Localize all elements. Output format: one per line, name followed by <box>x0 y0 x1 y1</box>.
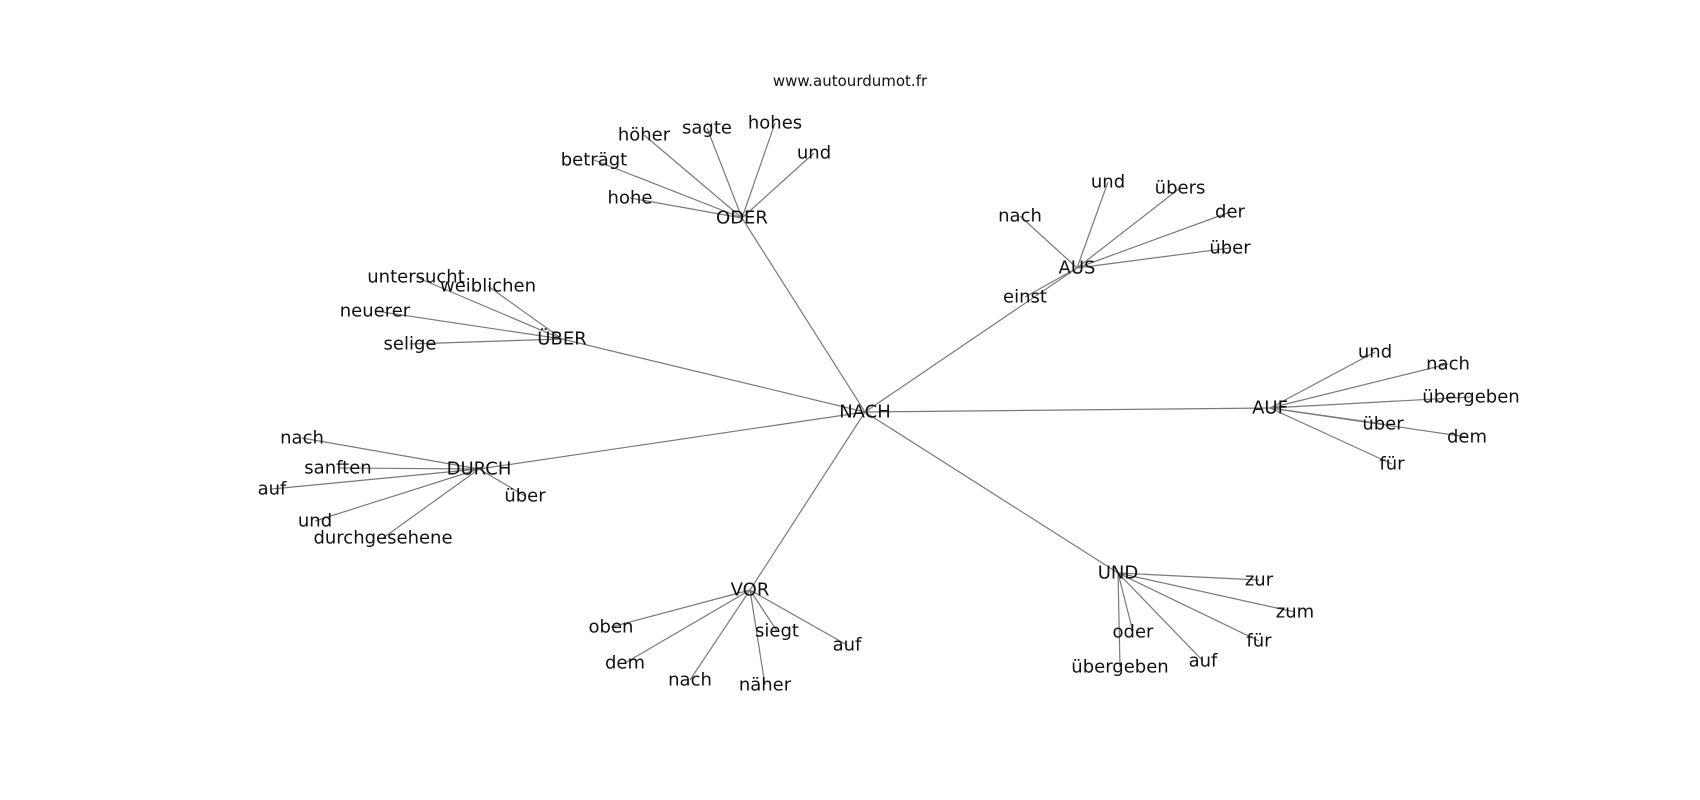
hub-node-durch: DURCH <box>447 459 512 480</box>
edge-und-to-leaf-4 <box>1117 572 1134 633</box>
leaf-node-vor-3: näher <box>739 675 792 696</box>
leaf-node-aus-3: der <box>1215 202 1246 223</box>
edge-vor-to-leaf-4 <box>749 589 778 632</box>
leaf-node-vor-0: oben <box>589 617 634 638</box>
edge-durch-to-leaf-2 <box>271 468 480 490</box>
leaf-node-ueber-0: untersucht <box>367 267 465 288</box>
edge-und-to-leaf-2 <box>1117 572 1260 642</box>
edge-ueber-to-leaf-1 <box>487 285 563 340</box>
edge-durch-to-leaf-1 <box>337 467 480 470</box>
edge-center-to-vor <box>749 411 866 591</box>
leaf-node-ueber-3: selige <box>384 334 437 355</box>
edge-aus-to-leaf-0 <box>1019 215 1078 269</box>
leaf-node-durch-1: sanften <box>304 458 371 479</box>
edge-und-to-leaf-3 <box>1117 572 1204 662</box>
leaf-node-durch-3: und <box>298 511 332 532</box>
leaf-node-und-5: übergeben <box>1071 657 1168 678</box>
leaf-node-aus-0: nach <box>998 206 1042 227</box>
edge-aus-to-leaf-1 <box>1076 181 1109 269</box>
edge-vor-to-leaf-5 <box>749 589 848 646</box>
edge-auf-to-leaf-0 <box>1269 351 1376 409</box>
edge-auf-to-leaf-4 <box>1269 407 1468 438</box>
edge-und-to-leaf-1 <box>1117 572 1296 613</box>
edge-ueber-to-leaf-3 <box>409 338 563 345</box>
leaf-node-und-3: auf <box>1189 651 1218 672</box>
edge-auf-to-leaf-1 <box>1269 363 1449 409</box>
hub-node-vor: VOR <box>731 580 770 601</box>
leaf-node-vor-1: dem <box>605 653 645 674</box>
edge-und-to-leaf-5 <box>1117 572 1121 668</box>
leaf-node-durch-2: auf <box>258 479 287 500</box>
edge-vor-to-leaf-2 <box>689 589 751 681</box>
edge-center-to-auf <box>864 407 1271 413</box>
watermark-text: www.autourdumot.fr <box>772 72 928 90</box>
center-node-label: NACH <box>839 402 891 423</box>
leaf-node-durch-4: durchgesehene <box>313 528 452 549</box>
leaf-node-oder-5: und <box>797 143 831 164</box>
leaf-node-und-1: zum <box>1276 602 1314 623</box>
leaf-node-durch-5: über <box>504 486 546 507</box>
edge-oder-to-leaf-1 <box>593 159 743 219</box>
hub-node-und: UND <box>1098 563 1139 584</box>
edge-vor-to-leaf-1 <box>624 589 751 664</box>
edge-auf-to-leaf-5 <box>1269 407 1393 465</box>
edge-center-to-durch <box>478 411 866 470</box>
leaf-node-oder-3: sagte <box>682 118 732 139</box>
leaf-node-auf-3: über <box>1362 414 1404 435</box>
edge-aus-to-leaf-3 <box>1076 211 1231 269</box>
leaf-node-ueber-1: weiblichen <box>440 276 536 297</box>
edge-center-to-und <box>864 411 1119 574</box>
edge-oder-to-leaf-4 <box>741 122 776 219</box>
leaf-node-oder-2: höher <box>618 125 671 146</box>
edge-aus-to-leaf-4 <box>1076 247 1231 269</box>
hub-node-aus: AUS <box>1059 258 1096 279</box>
edge-durch-to-leaf-3 <box>314 468 480 522</box>
edge-center-to-oder <box>741 217 866 413</box>
graph-edges <box>271 122 1472 686</box>
leaf-node-aus-5: einst <box>1003 287 1047 308</box>
hub-node-auf: AUF <box>1252 398 1288 419</box>
leaf-node-durch-0: nach <box>280 428 324 449</box>
leaf-node-aus-4: über <box>1209 238 1251 259</box>
leaf-node-aus-2: übers <box>1155 178 1206 199</box>
leaf-node-und-4: oder <box>1113 622 1155 643</box>
leaf-node-auf-4: dem <box>1447 427 1487 448</box>
edge-oder-to-leaf-5 <box>741 152 815 219</box>
edge-ueber-to-leaf-2 <box>374 310 563 340</box>
leaf-node-auf-1: nach <box>1426 354 1470 375</box>
leaf-node-ueber-2: neuerer <box>340 301 411 322</box>
edge-aus-to-leaf-5 <box>1024 267 1078 298</box>
edge-vor-to-leaf-0 <box>610 589 751 628</box>
leaf-node-vor-4: siegt <box>755 621 799 642</box>
edge-center-to-aus <box>864 267 1078 413</box>
leaf-node-vor-2: nach <box>668 670 712 691</box>
leaf-node-auf-2: übergeben <box>1422 387 1519 408</box>
edge-vor-to-leaf-3 <box>749 589 766 686</box>
leaf-node-und-0: zur <box>1245 570 1274 591</box>
leaf-node-auf-5: für <box>1379 454 1405 475</box>
edge-und-to-leaf-0 <box>1117 572 1260 581</box>
edge-durch-to-leaf-0 <box>301 437 480 470</box>
leaf-node-auf-0: und <box>1358 342 1392 363</box>
edge-durch-to-leaf-5 <box>478 468 526 497</box>
leaf-node-und-2: für <box>1246 631 1272 652</box>
leaf-node-oder-0: hohe <box>608 188 653 209</box>
edge-aus-to-leaf-2 <box>1076 187 1181 269</box>
edge-durch-to-leaf-4 <box>382 468 480 539</box>
leaf-node-oder-1: beträgt <box>561 150 627 171</box>
edge-oder-to-leaf-0 <box>629 197 743 219</box>
leaf-node-oder-4: hohes <box>748 113 802 134</box>
hub-node-oder: ODER <box>716 208 768 229</box>
hub-node-ueber: ÜBER <box>537 328 586 350</box>
edge-ueber-to-leaf-0 <box>415 276 563 340</box>
leaf-node-aus-1: und <box>1091 172 1125 193</box>
edge-auf-to-leaf-2 <box>1269 396 1472 409</box>
leaf-node-vor-5: auf <box>833 635 862 656</box>
edge-oder-to-leaf-2 <box>643 134 743 219</box>
edge-oder-to-leaf-3 <box>706 127 743 219</box>
edge-center-to-ueber <box>561 338 866 413</box>
